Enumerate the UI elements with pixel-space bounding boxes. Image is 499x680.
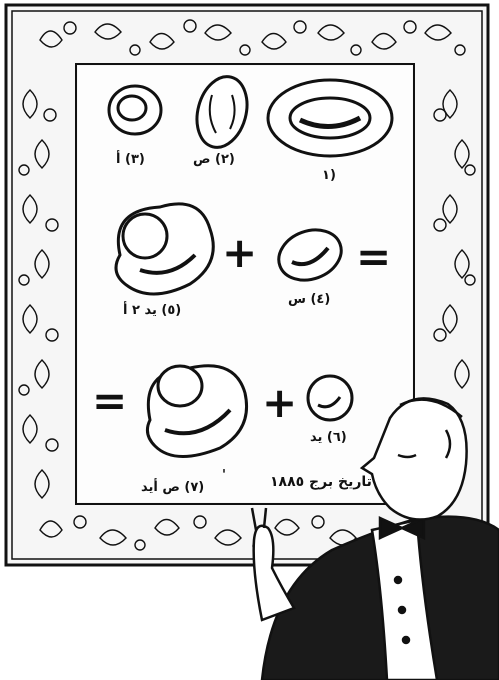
figure-7-label: (٧) ص أيد	[141, 480, 204, 495]
figure-3-small-oval	[109, 86, 161, 134]
figure-1-flat-disc	[268, 80, 392, 156]
figure-1-label: (١	[322, 168, 336, 183]
figure-6-round	[308, 376, 352, 420]
date-caption: تاريخ برج ١٨٨٥	[270, 474, 372, 490]
equals-sign-row3: =	[92, 380, 127, 422]
figure-7-mark: '	[222, 468, 226, 483]
figure-4-label: (٤) س	[288, 292, 330, 307]
plus-sign-row2: +	[222, 232, 257, 274]
equals-sign-row2: =	[356, 236, 391, 278]
plus-sign-row3: +	[262, 382, 297, 424]
figure-3-label: (٣) أ	[116, 152, 145, 167]
figure-2-label: (٢) ص	[193, 152, 235, 167]
figure-6-label: (٦) يد	[310, 430, 347, 445]
figure-5-label: (٥) يد ٢ أ	[123, 303, 181, 318]
